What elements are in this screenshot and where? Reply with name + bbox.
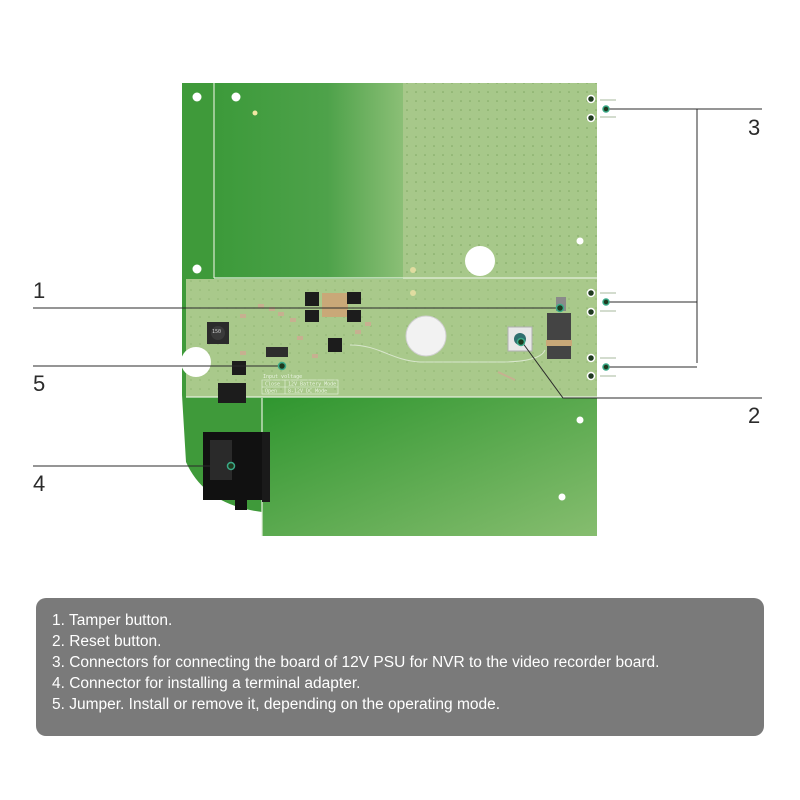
callout-4: 4 <box>33 471 45 496</box>
pcb-bottom-zone <box>262 398 597 536</box>
mounting-hole <box>576 237 584 245</box>
pcb-components <box>207 292 572 403</box>
mounting-hole <box>181 347 211 377</box>
mounting-hole <box>192 92 202 102</box>
tamper-button <box>547 313 571 359</box>
terminal-adapter-connector <box>203 432 270 510</box>
jumper-row2-mode: 8-12V DC Mode <box>288 389 327 395</box>
callout-3-line <box>606 108 762 368</box>
power-ic <box>305 292 319 306</box>
mounting-hole <box>192 264 202 274</box>
controller-ic <box>328 338 342 352</box>
callout-1: 1 <box>33 278 45 303</box>
pcb-diagram: Input voltage Close 12V Battery Mode Ope… <box>33 83 762 536</box>
callout-markers <box>226 105 610 471</box>
coin-cell <box>405 315 447 357</box>
callout-lines <box>33 108 762 467</box>
legend-item-5: 5. Jumper. Install or remove it, dependi… <box>52 696 501 713</box>
pcb-top-left-zone <box>214 83 403 278</box>
legend-item-2: 2. Reset button. <box>52 633 162 650</box>
callout-2: 2 <box>748 403 760 428</box>
inductor-code: 150 <box>212 329 221 335</box>
callout-3: 3 <box>748 115 760 140</box>
mounting-hole <box>558 493 566 501</box>
jumper-label-table: Input voltage Close 12V Battery Mode Ope… <box>261 374 339 395</box>
board-connectors <box>586 94 596 381</box>
mounting-hole <box>465 246 495 276</box>
jumper-row1-state: Close <box>265 382 280 388</box>
jumper-table-title: Input voltage <box>263 374 302 380</box>
mounting-hole <box>576 416 584 424</box>
legend-item-4: 4. Connector for installing a terminal a… <box>52 675 361 692</box>
legend-item-3: 3. Connectors for connecting the board o… <box>52 654 660 671</box>
legend-panel: 1. Tamper button. 2. Reset button. 3. Co… <box>36 598 764 736</box>
callout-2-line <box>521 341 762 399</box>
callout-5: 5 <box>33 371 45 396</box>
legend-item-1: 1. Tamper button. <box>52 612 173 629</box>
mounting-hole <box>231 92 241 102</box>
jumper-row2-state: Open <box>265 389 277 395</box>
jumper-row1-mode: 12V Battery Mode <box>288 382 336 388</box>
